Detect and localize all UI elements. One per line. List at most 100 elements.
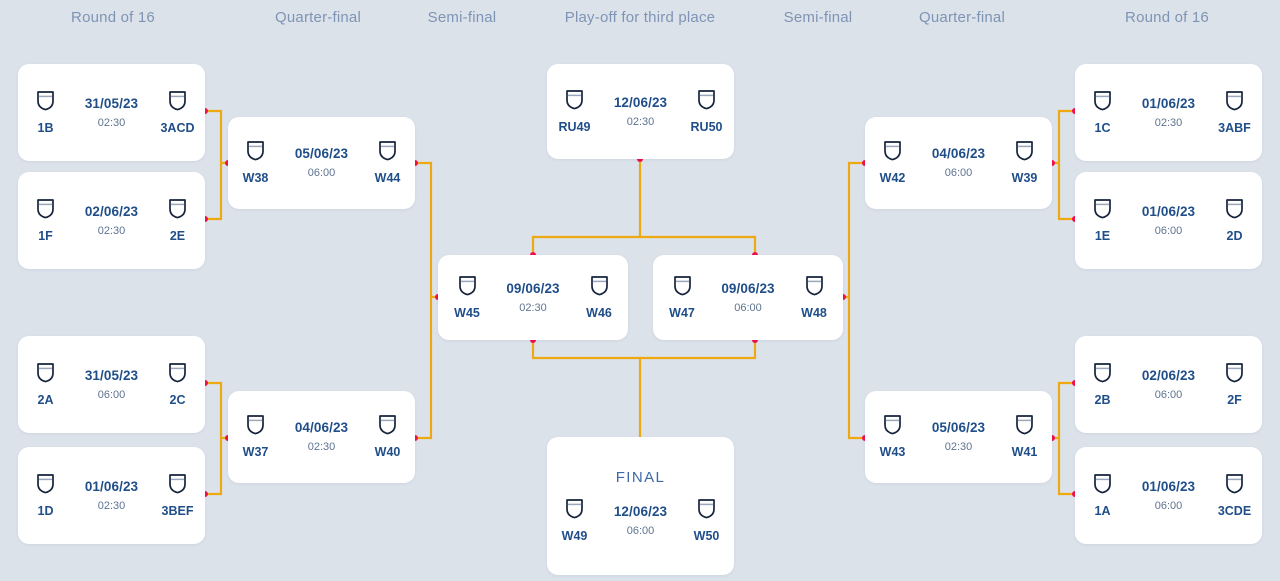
shield-icon [883,414,902,440]
home-team: RU49 [558,119,591,134]
away-team: W48 [801,305,827,320]
home-team: W38 [242,171,269,185]
shield-icon [458,275,477,301]
away-side: 3ACD [150,90,206,136]
connector-line-4 [415,161,433,440]
shield-icon [805,275,824,301]
shield-icon [1225,473,1244,499]
shield-icon [246,414,265,440]
shield-icon [168,362,187,388]
away-side: W39 [997,140,1053,186]
match-meta: 31/05/23 06:00 [74,367,150,403]
away-side: 2F [1207,362,1263,408]
away-team: W41 [1011,445,1038,459]
match-date: 31/05/23 [84,95,139,111]
round-header-2: Semi-final [427,9,497,26]
match-time: 06:00 [1154,499,1183,512]
away-side: W50 [679,498,735,544]
match-time: 02:30 [97,224,126,237]
shield-icon [378,140,397,166]
match-date: 02/06/23 [1141,367,1196,383]
home-team: 1F [38,228,53,243]
shield-icon [1015,414,1034,440]
away-side: RU50 [679,89,735,135]
connector-line-13 [640,235,757,255]
match-date: 31/05/23 [84,367,139,383]
match-card-m37[interactable]: 2A 31/05/23 06:00 2C [18,336,205,433]
away-team: W46 [586,305,612,320]
home-team: 1D [37,503,54,518]
connector-line-8 [1057,381,1075,496]
home-side: 1D [18,473,74,519]
match-time: 06:00 [307,167,336,179]
home-side: 1E [1075,198,1131,244]
match-row: W45 09/06/23 02:30 W46 [439,275,627,321]
home-team: 2A [37,392,54,407]
home-side: W37 [228,414,284,460]
round-header-1: Quarter-final [275,9,361,26]
connector-line-6 [1057,109,1075,221]
away-team: W44 [374,171,401,185]
away-team: 2C [169,392,186,407]
shield-icon [36,198,55,224]
away-side: W48 [786,275,842,321]
match-time: 02:30 [944,441,973,453]
home-side: RU49 [547,89,603,135]
away-team: 3ACD [160,120,195,135]
match-time: 02:30 [97,499,126,512]
match-time: 06:00 [1154,388,1183,401]
match-time: 02:30 [307,441,336,453]
away-side: 3CDE [1207,473,1263,519]
away-team: 3ABF [1218,120,1251,135]
away-team: 2F [1227,392,1242,407]
home-team: 1B [37,120,54,135]
shield-icon [1093,362,1112,388]
home-side: 1B [18,90,74,136]
match-time: 06:00 [944,167,973,179]
match-date: 09/06/23 [506,280,560,296]
connector-line-14 [531,340,642,437]
home-side: W43 [865,414,921,460]
shield-icon [1093,473,1112,499]
shield-icon [697,498,716,524]
home-team: W45 [454,305,480,320]
match-card-sf1[interactable]: W45 09/06/23 02:30 W46 [438,255,628,340]
match-card-m41[interactable]: 2B 02/06/23 06:00 2F [1075,336,1262,433]
home-team: 2B [1094,392,1111,407]
connector-line-15 [640,340,757,360]
match-time: 02:30 [519,301,547,314]
away-team: 2D [1226,228,1243,243]
match-time: 06:00 [734,301,762,314]
match-time: 06:00 [97,388,126,401]
shield-icon [1225,362,1244,388]
final-label: FINAL [615,468,666,486]
shield-icon [1015,140,1034,166]
